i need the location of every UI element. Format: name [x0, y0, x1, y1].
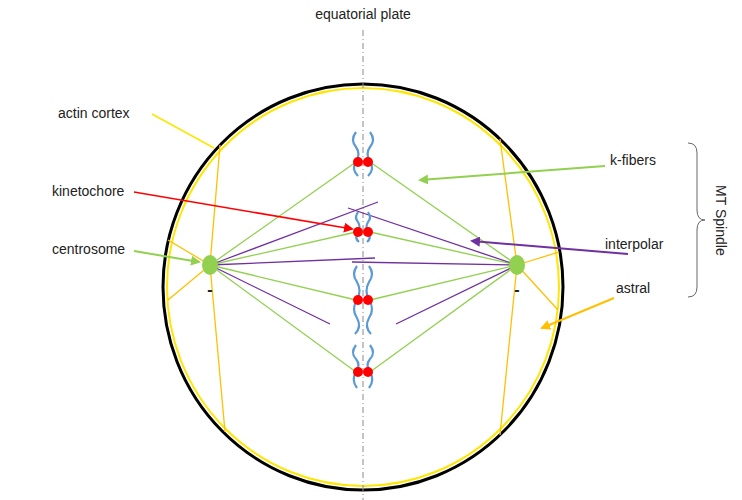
- leader-arrow: [134, 192, 352, 229]
- chromosomes: [353, 132, 373, 388]
- part-label: centrosome: [52, 241, 125, 258]
- astral-microtubules: [168, 139, 559, 435]
- centrosome-left: [202, 255, 218, 275]
- equatorial-line: [363, 30, 364, 500]
- leader-line: [152, 114, 214, 148]
- part-label: k-fibers: [610, 152, 656, 169]
- leader-arrow: [542, 298, 614, 328]
- leader-arrow: [472, 241, 628, 254]
- part-label: interpolar: [605, 236, 663, 253]
- pole-sign: -: [207, 280, 212, 299]
- centrosome-right: [509, 255, 525, 275]
- group-label: MT Spindle: [712, 185, 729, 256]
- pole-sign: -: [514, 280, 519, 299]
- bracket: [688, 143, 705, 297]
- leader-arrow: [420, 166, 605, 180]
- k-fiber-microtubules: [210, 162, 517, 372]
- title-label: equatorial plate: [315, 6, 411, 23]
- part-label: kinetochore: [52, 183, 124, 200]
- part-label: astral: [616, 280, 650, 297]
- kinetochores: [353, 157, 373, 377]
- leader-arrow: [134, 251, 199, 262]
- interpolar-microtubules: [210, 202, 517, 324]
- part-label: actin cortex: [58, 105, 130, 122]
